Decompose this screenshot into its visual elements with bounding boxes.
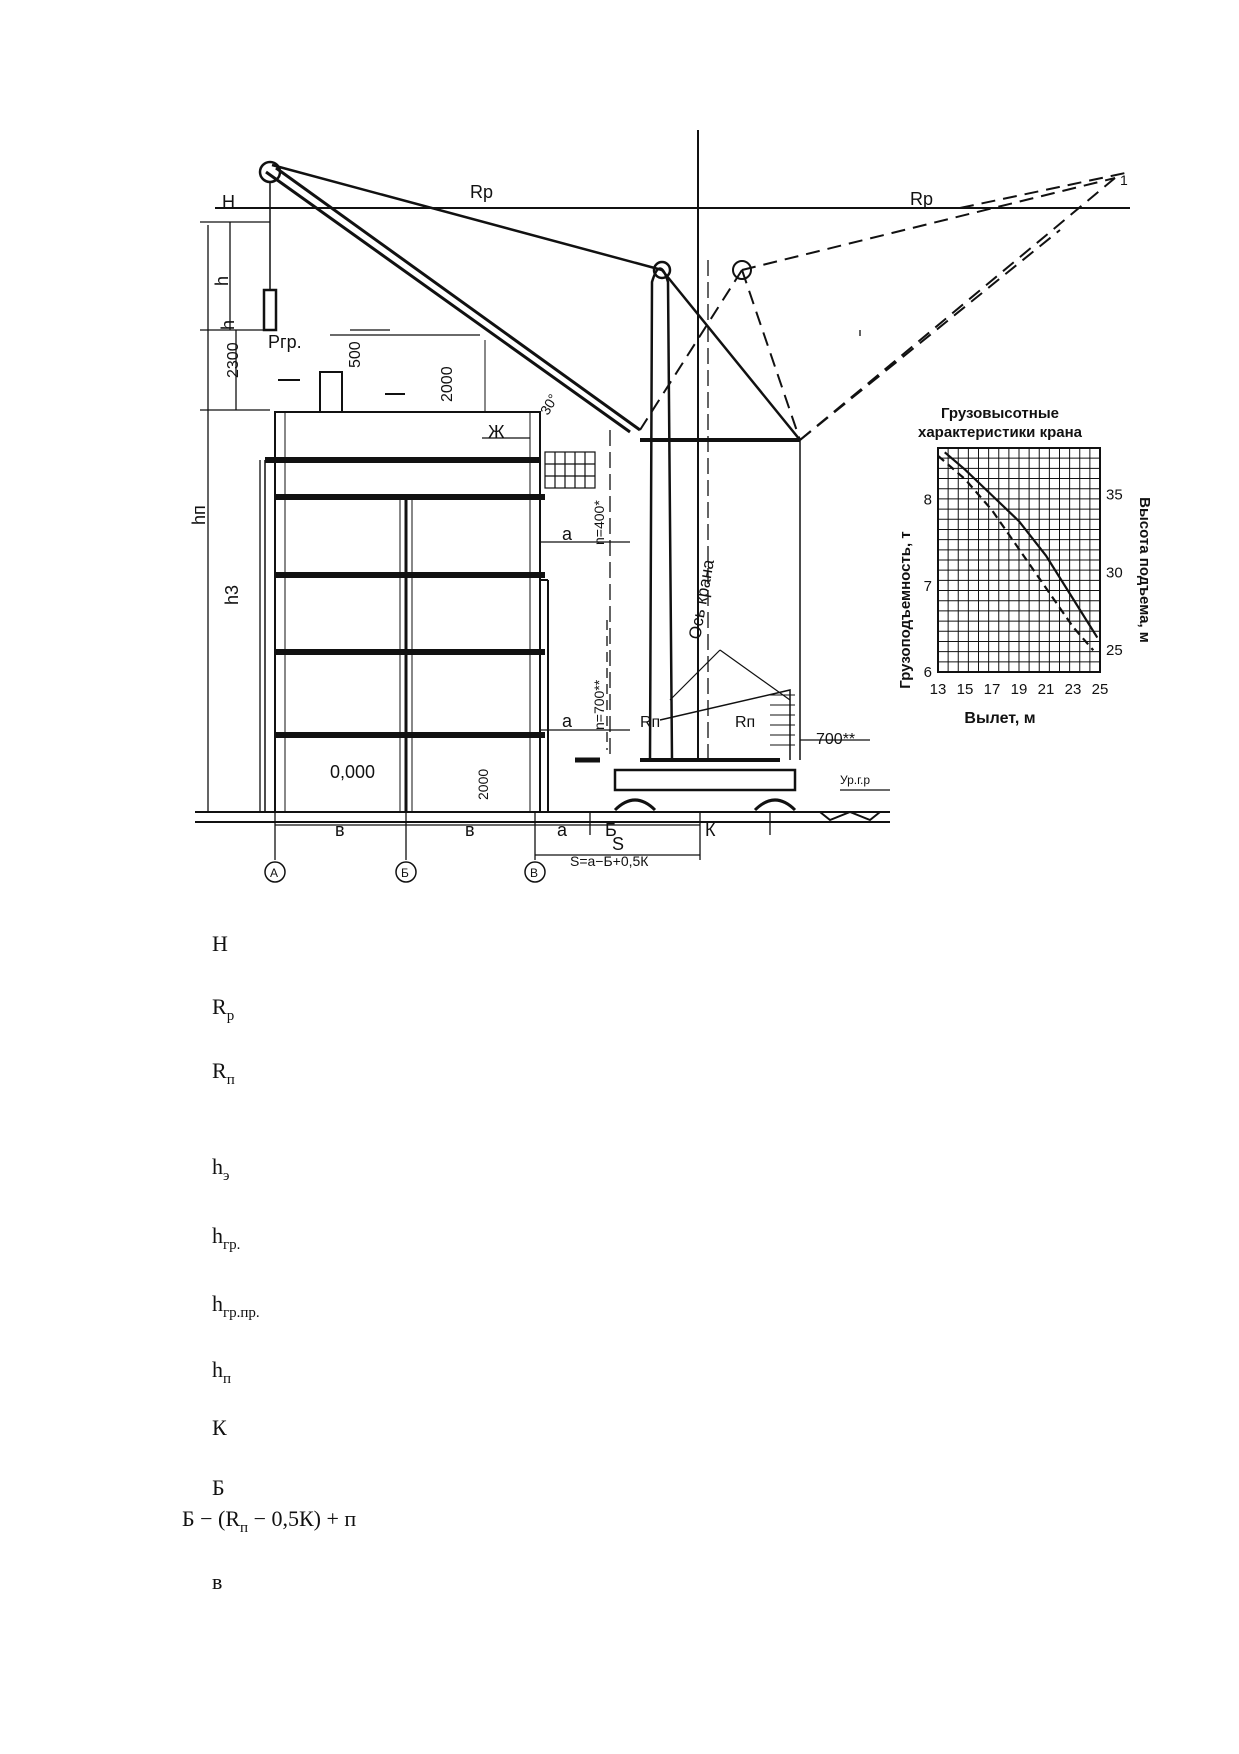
label-b2: в bbox=[465, 820, 475, 840]
label-rp-left: Rр bbox=[470, 182, 493, 202]
chart-x-tick-label: 23 bbox=[1065, 681, 1082, 698]
axis-marker-b bbox=[395, 861, 417, 883]
chart-left-tick-label: 6 bbox=[924, 664, 932, 681]
symbol-hgrpr: hгр.пр. bbox=[212, 1291, 260, 1322]
crane-alt-position bbox=[639, 171, 1131, 441]
label-2000: 2000 bbox=[439, 366, 456, 402]
chart-x-label: Вылет, м bbox=[964, 710, 1035, 727]
label-n400: n=400* bbox=[591, 500, 607, 545]
chart-x-tick-label: 21 bbox=[1038, 681, 1055, 698]
chart-x-tick-label: 17 bbox=[984, 681, 1001, 698]
label-prp: Pгр. bbox=[268, 332, 302, 352]
label-K-dim: К bbox=[705, 820, 716, 840]
chart-series-load-capacity bbox=[944, 451, 1099, 639]
label-b1: в bbox=[335, 820, 345, 840]
label-crane-axis: Ось крана bbox=[685, 558, 718, 641]
crane bbox=[258, 160, 801, 812]
chart-right-tick-label: 30 bbox=[1106, 564, 1123, 581]
chart-title-line1: Грузовысотные bbox=[941, 405, 1059, 422]
label-h-small: h bbox=[218, 320, 238, 330]
symbol-h3: hэ bbox=[212, 1154, 230, 1185]
chart-ticks: 13 15 17 19 21 23 25 8 7 6 35 30 25 bbox=[924, 487, 1123, 698]
symbol-hn: hп bbox=[212, 1357, 232, 1388]
symbol-Rn: Rп bbox=[212, 1058, 235, 1089]
chart-left-tick-label: 8 bbox=[924, 492, 932, 509]
label-one: 1 bbox=[1120, 172, 1128, 188]
chart-left-axis-label: Грузоподъемность, т bbox=[897, 531, 914, 688]
chart-right-tick-label: 35 bbox=[1106, 487, 1123, 504]
chart-series-lift-height bbox=[937, 454, 1095, 651]
axis-marker-a bbox=[264, 861, 286, 883]
label-h-top: h bbox=[212, 276, 232, 286]
grid-axis-markers bbox=[264, 861, 546, 883]
chart-right-axis-label: Высота подъема, м bbox=[1136, 497, 1153, 643]
label-2000-bottom: 2000 bbox=[475, 769, 491, 800]
label-hn: hп bbox=[189, 505, 209, 525]
building-section bbox=[264, 371, 600, 813]
label-axis-v: В bbox=[530, 866, 538, 880]
label-a-ground: a bbox=[557, 820, 568, 840]
label-n700: n=700** bbox=[591, 679, 607, 730]
label-h3: h3 bbox=[222, 585, 242, 605]
chart-title-line2: характеристики крана bbox=[918, 424, 1083, 441]
label-zero: 0,000 bbox=[330, 762, 375, 782]
label-Rnn: Rп bbox=[735, 714, 755, 731]
ground bbox=[195, 810, 890, 823]
label-Rn: Rп bbox=[640, 714, 660, 731]
symbol-B: Б bbox=[212, 1475, 225, 1500]
label-2300: 2300 bbox=[225, 342, 242, 378]
label-S: S bbox=[612, 834, 624, 854]
chart-x-tick-label: 25 bbox=[1092, 681, 1109, 698]
label-700: 700** bbox=[816, 731, 855, 748]
chart-series bbox=[937, 451, 1099, 651]
label-rp-right: Rр bbox=[910, 189, 933, 209]
chart-right-tick-label: 25 bbox=[1106, 642, 1123, 659]
label-500: 500 bbox=[347, 341, 364, 368]
label-zh: Ж bbox=[488, 422, 505, 442]
label-ugr: Ур.г.р bbox=[840, 773, 870, 787]
crane-installation-drawing: Н Rр Rр Pгр. 1 Ж a a a 0,000 в в Б К S S… bbox=[189, 130, 1153, 883]
label-axis-b: Б bbox=[401, 866, 409, 880]
chart-x-tick-label: 15 bbox=[957, 681, 974, 698]
formula-B: Б − (Rп − 0,5К) + п bbox=[182, 1506, 357, 1536]
chart-x-tick-label: 19 bbox=[1011, 681, 1028, 698]
label-S-formula: S=a−Б+0,5К bbox=[570, 853, 649, 869]
symbol-hgr: hгр. bbox=[212, 1223, 241, 1254]
label-axis-a: A bbox=[270, 866, 278, 880]
axis-marker-v bbox=[524, 861, 546, 883]
label-H: Н bbox=[222, 192, 235, 212]
symbol-H: Н bbox=[212, 931, 228, 956]
chart-left-tick-label: 7 bbox=[924, 578, 932, 595]
scaffold-grid bbox=[544, 451, 596, 489]
label-B-dim: Б bbox=[605, 820, 617, 840]
chart-x-tick-label: 13 bbox=[930, 681, 947, 698]
chart-grid bbox=[937, 447, 1101, 673]
label-a-bottom: a bbox=[562, 711, 573, 731]
symbol-v: в bbox=[212, 1569, 223, 1594]
symbol-K: К bbox=[212, 1415, 227, 1440]
dimension-lines bbox=[200, 130, 1130, 860]
symbol-Rp: Rр bbox=[212, 994, 235, 1025]
label-a-top: a bbox=[562, 524, 573, 544]
